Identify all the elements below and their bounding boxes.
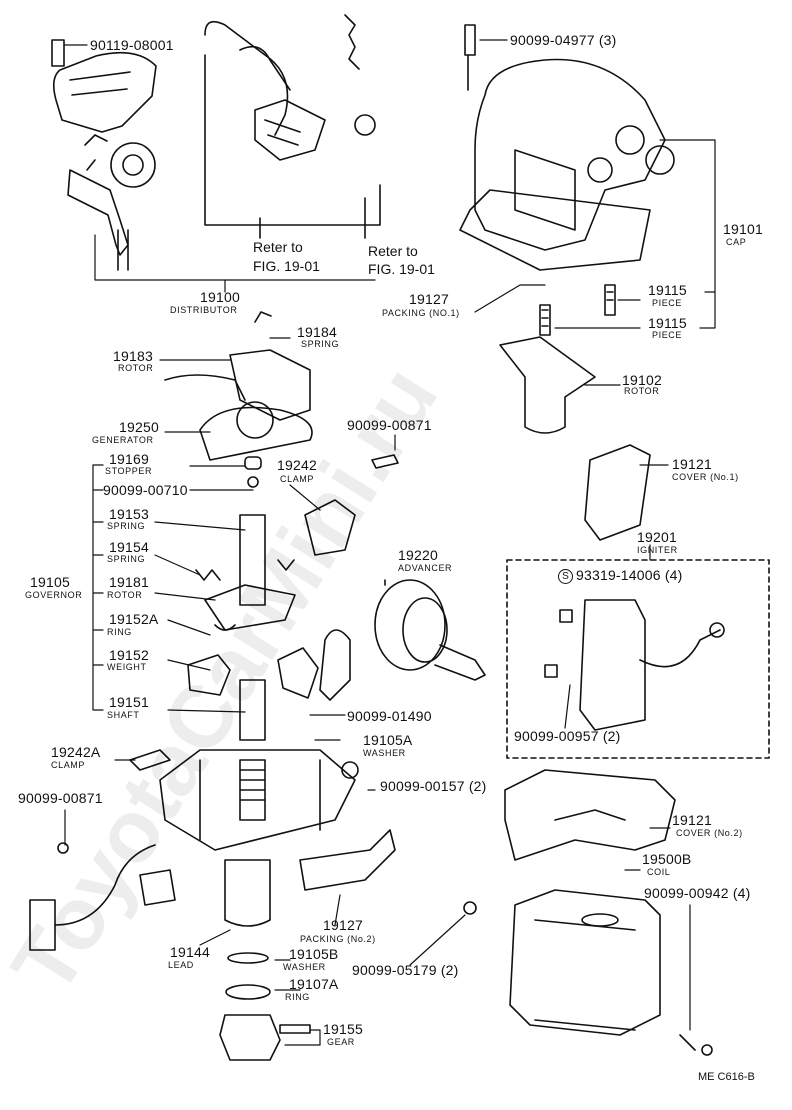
part-name-clamp-19242: CLAMP <box>280 474 315 484</box>
part-name-weight: WEIGHT <box>107 662 147 672</box>
symbol-s-circle: S <box>558 568 573 584</box>
part-name-rotor-19183: ROTOR <box>118 363 154 373</box>
figure-code: ME C616-B <box>698 1071 755 1083</box>
part-number-19121-no2: 19121 <box>672 812 712 828</box>
part-name-spring-19153: SPRING <box>107 521 146 531</box>
refer-note-2-line1: Reter to <box>368 243 418 259</box>
part-number-19127-no2: 19127 <box>323 917 363 933</box>
rotor-generator-drawing <box>164 311 313 461</box>
part-number-19101: 19101 <box>723 221 763 237</box>
part-number-90099-01490: 90099-01490 <box>347 708 432 724</box>
part-number-19201: 19201 <box>637 529 677 545</box>
part-number-19500B: 19500B <box>642 851 692 867</box>
part-number-19105B: 19105B <box>289 946 339 962</box>
part-name-igniter: IGNITER <box>637 545 678 555</box>
refer-note-1-line1: Reter to <box>253 239 303 255</box>
part-name-gear: GEAR <box>327 1037 355 1047</box>
part-number-90099-00942: 90099-00942 (4) <box>644 885 751 901</box>
part-number-19144: 19144 <box>170 944 210 960</box>
leader-lines <box>64 39 716 1046</box>
part-number-19100: 19100 <box>200 289 240 305</box>
part-number-90099-00157: 90099-00157 (2) <box>380 778 487 794</box>
part-name-spring-19154: SPRING <box>107 554 146 564</box>
part-number-19152A: 19152A <box>109 611 159 627</box>
part-name-rotor-19181: ROTOR <box>107 590 143 600</box>
part-name-cover-no1: COVER (No.1) <box>672 472 739 482</box>
part-name-washer-19105B: WASHER <box>283 962 326 972</box>
lead-drawing <box>29 842 176 951</box>
part-number-19153: 19153 <box>109 506 149 522</box>
part-name-packing-no1: PACKING (NO.1) <box>382 308 460 318</box>
part-name-stopper: STOPPER <box>105 466 153 476</box>
refer-note-1-line2: FIG. 19-01 <box>253 258 320 274</box>
part-number-90099-00871-top: 90099-00871 <box>347 417 432 433</box>
part-number-19220: 19220 <box>398 547 438 563</box>
part-name-ring-19152A: RING <box>107 627 132 637</box>
part-name-clamp-19242A: CLAMP <box>51 760 86 770</box>
part-number-19242: 19242 <box>277 457 317 473</box>
part-name-rotor-19102: ROTOR <box>624 386 660 396</box>
part-name-cap: CAP <box>726 237 747 247</box>
part-number-19184: 19184 <box>297 324 337 340</box>
part-number-19102: 19102 <box>622 372 662 388</box>
part-name-spring-19184: SPRING <box>301 339 340 349</box>
part-number-19151: 19151 <box>109 694 149 710</box>
part-number-19105A: 19105A <box>363 732 413 748</box>
part-name-piece-b: PIECE <box>652 330 683 340</box>
part-number-19121-no1: 19121 <box>672 456 712 472</box>
part-name-governor: GOVERNOR <box>25 590 83 600</box>
part-number-19250: 19250 <box>119 419 159 435</box>
advancer-drawing <box>374 579 486 681</box>
cover-no2-drawing <box>504 769 676 861</box>
part-name-ring-19107A: RING <box>285 992 310 1002</box>
part-number-19183: 19183 <box>113 348 153 364</box>
coil-drawing <box>509 889 713 1056</box>
part-name-distributor: DISTRIBUTOR <box>170 305 238 315</box>
part-name-washer-19105A: WASHER <box>363 748 406 758</box>
part-name-packing-no2: PACKING (No.2) <box>300 934 376 944</box>
packing-no2-drawing <box>299 829 477 915</box>
part-name-coil: COIL <box>647 867 671 877</box>
clamp-drawing <box>304 454 399 556</box>
part-name-lead: LEAD <box>168 960 194 970</box>
part-number-19115-b: 19115 <box>648 315 687 331</box>
part-number-90099-00710: 90099-00710 <box>103 482 188 498</box>
governor-parts-drawing <box>187 456 319 699</box>
part-number-90099-00957: 90099-00957 (2) <box>514 728 621 744</box>
part-name-advancer: ADVANCER <box>398 563 453 573</box>
distributor-assembly-drawing <box>51 39 157 271</box>
part-number-19105: 19105 <box>30 574 70 590</box>
part-number-19107A: 19107A <box>289 976 339 992</box>
part-number-19181: 19181 <box>109 574 149 590</box>
part-number-19115-a: 19115 <box>648 282 687 298</box>
cover-no1-drawing <box>584 444 651 541</box>
refer-note-2-line2: FIG. 19-01 <box>368 261 435 277</box>
part-name-shaft: SHAFT <box>107 710 140 720</box>
part-number-19242A: 19242A <box>51 744 101 760</box>
part-number-19152: 19152 <box>109 647 149 663</box>
part-number-90099-05179: 90099-05179 (2) <box>352 962 459 978</box>
igniter-drawing <box>506 559 770 759</box>
part-number-90119-08001: 90119-08001 <box>90 37 174 53</box>
part-number-90099-04977: 90099-04977 (3) <box>510 32 617 48</box>
part-name-piece-a: PIECE <box>652 298 683 308</box>
part-number-19154: 19154 <box>109 539 149 555</box>
distributor-body-drawing <box>129 629 359 1061</box>
part-number-93319-14006-text: 93319-14006 (4) <box>576 567 683 583</box>
part-number-19127-no1: 19127 <box>409 291 449 307</box>
part-number-19169: 19169 <box>109 451 149 467</box>
piece-springs-drawing <box>539 284 616 336</box>
reference-frame-drawing <box>204 14 381 239</box>
part-name-cover-no2: COVER (No.2) <box>676 828 743 838</box>
rotor-cap-drawing <box>499 336 596 434</box>
part-number-90099-00871-bottom: 90099-00871 <box>18 790 103 806</box>
part-name-generator: GENERATOR <box>92 435 154 445</box>
distributor-cap-drawing <box>459 24 675 271</box>
part-number-19155: 19155 <box>323 1021 363 1037</box>
